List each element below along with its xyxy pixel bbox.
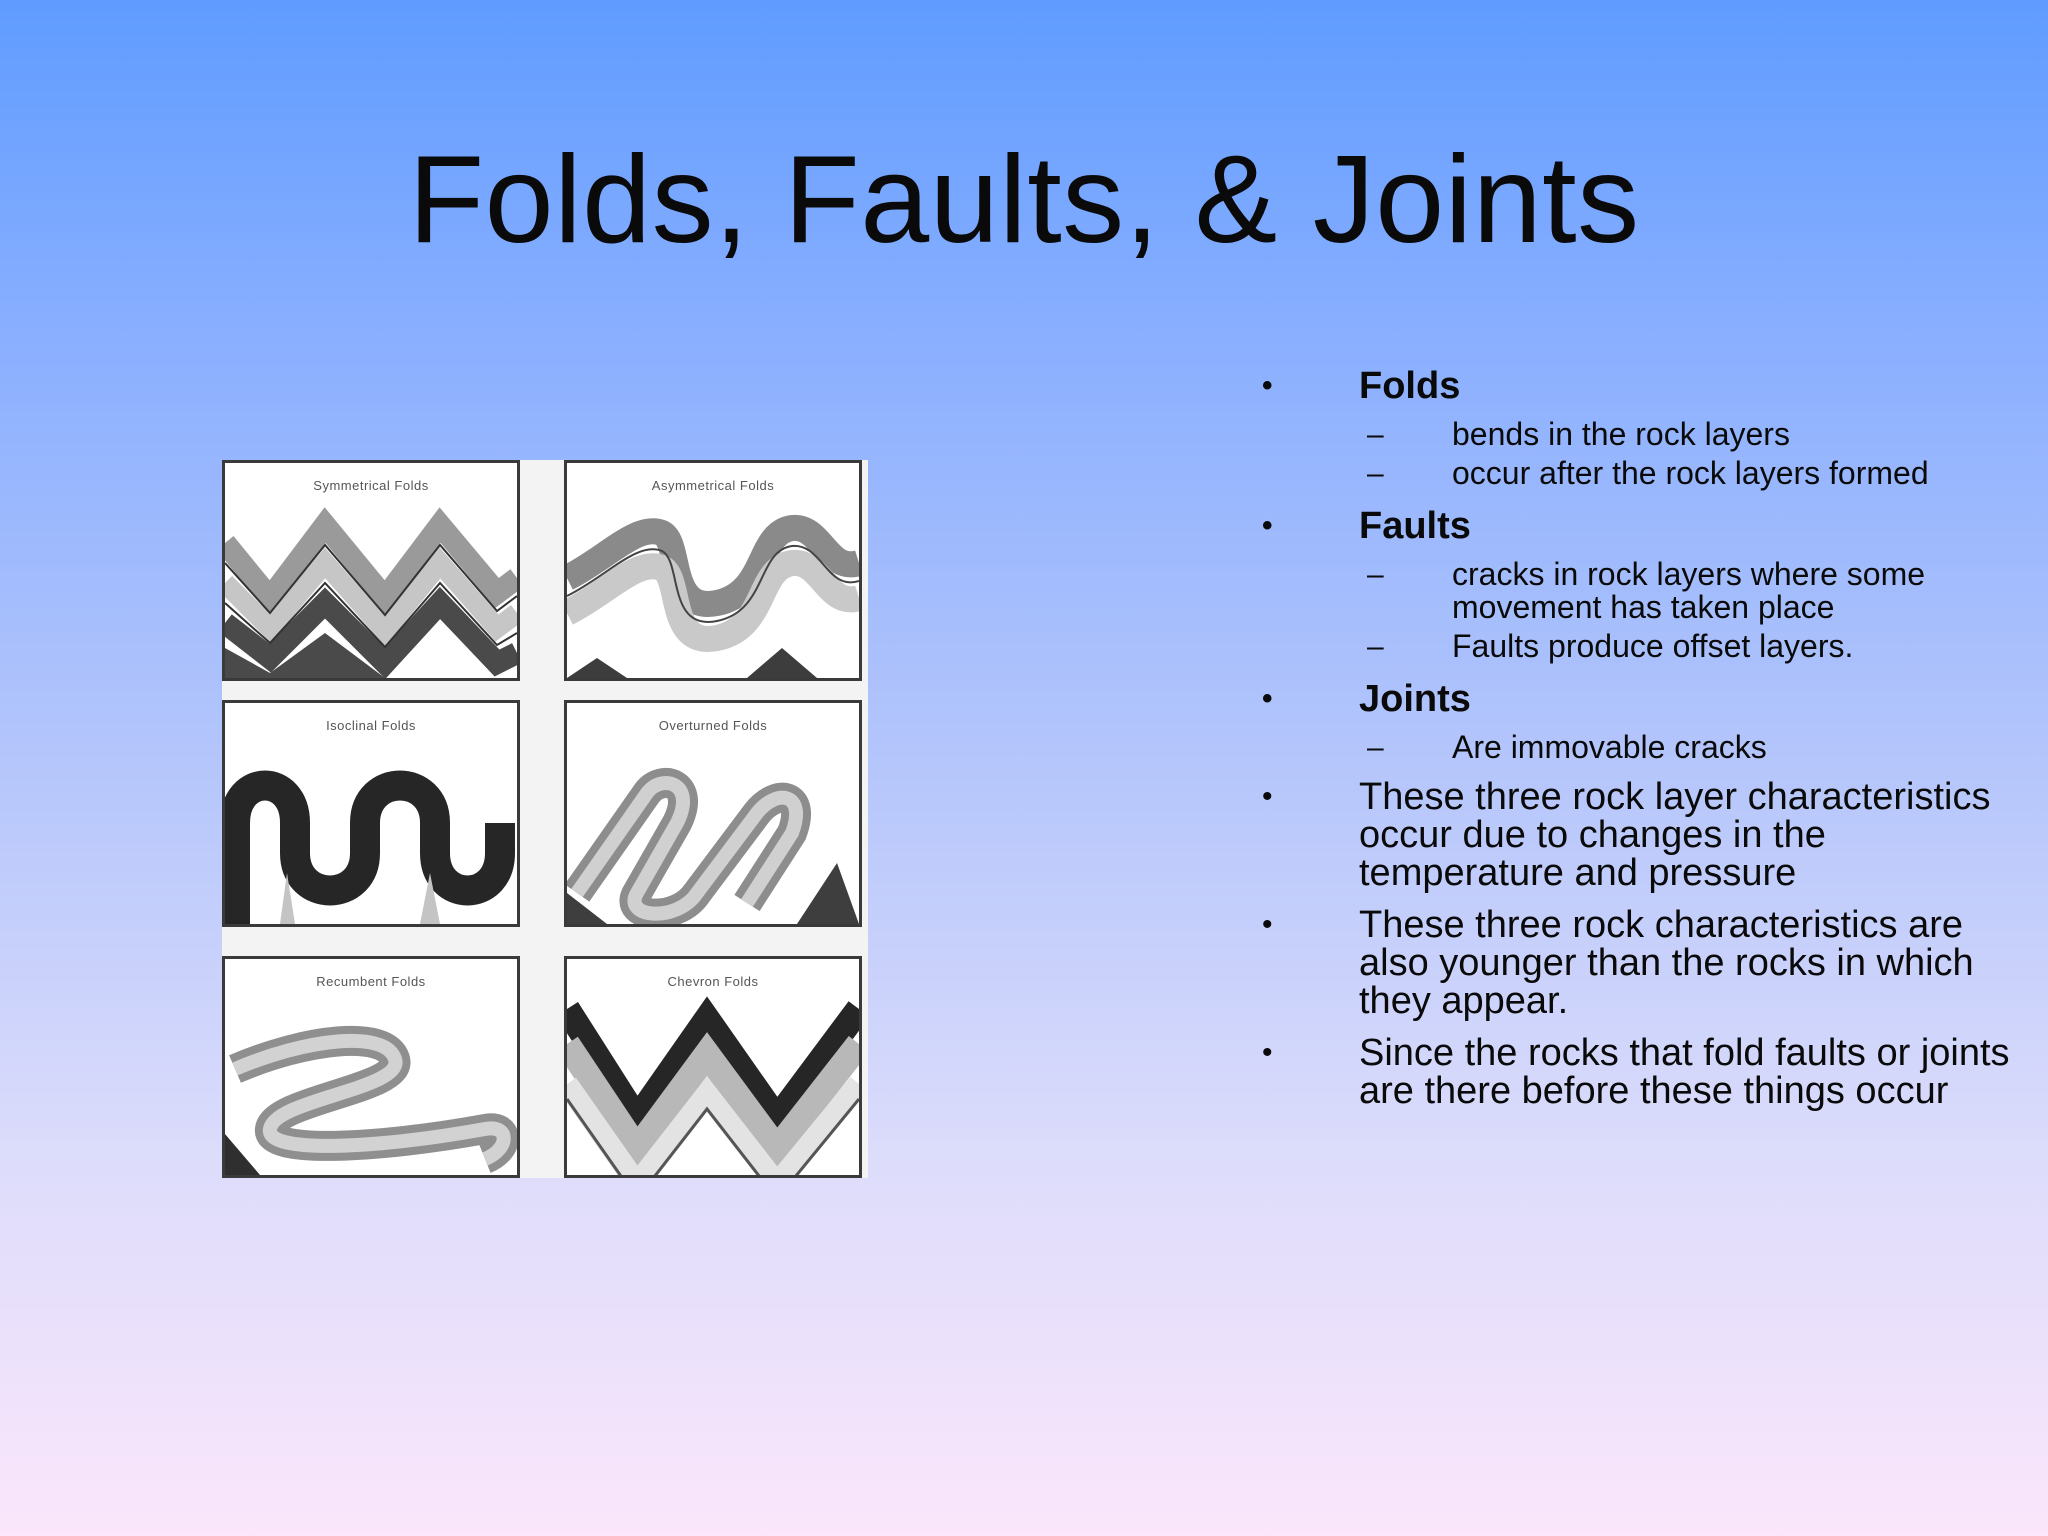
bullet-list: • Folds – bends in the rock layers – occ… [1262, 364, 2022, 1110]
bullet-causes: • These three rock layer characteristics… [1262, 778, 2022, 892]
bullet-text: These three rock layer characteristics o… [1359, 776, 1991, 894]
bullet-icon: • [1262, 509, 1273, 542]
bullet-text: Faults [1359, 505, 1471, 547]
chevron-folds-panel: Chevron Folds [564, 956, 862, 1178]
bullet-joints: • Joints – Are immovable cracks [1262, 677, 2022, 764]
recumbent-folds-panel: Recumbent Folds [222, 956, 520, 1178]
sub-bullet: – occur after the rock layers formed [1262, 455, 2022, 491]
bullet-icon: • [1262, 780, 1273, 813]
sublist: – cracks in rock layers where some movem… [1359, 558, 2022, 664]
isoclinal-folds-panel: Isoclinal Folds [222, 700, 520, 927]
dash-icon: – [1367, 630, 1384, 663]
sub-bullet-text: cracks in rock layers where some movemen… [1452, 556, 1926, 625]
panel-label: Isoclinal Folds [326, 718, 416, 733]
panel-label: Overturned Folds [659, 718, 767, 733]
bullet-icon: • [1262, 682, 1273, 715]
sub-bullet-text: bends in the rock layers [1452, 416, 1790, 452]
sub-bullet: – Faults produce offset layers. [1262, 628, 2022, 664]
slide-title: Folds, Faults, & Joints [408, 131, 1640, 269]
sub-bullet: – cracks in rock layers where some movem… [1262, 558, 2022, 624]
sub-bullet-text: Faults produce offset layers. [1452, 628, 1854, 664]
bullet-text: Folds [1359, 365, 1461, 407]
bullet-icon: • [1262, 908, 1273, 941]
sub-bullet-text: Are immovable cracks [1452, 729, 1767, 765]
panel-label: Chevron Folds [667, 974, 758, 989]
bullet-text: Joints [1359, 678, 1471, 720]
asymmetrical-folds-panel: Asymmetrical Folds [564, 460, 862, 681]
bullet-reason: • Since the rocks that fold faults or jo… [1262, 1034, 2022, 1110]
bullet-age: • These three rock characteristics are a… [1262, 906, 2022, 1020]
panel-label: Recumbent Folds [316, 974, 425, 989]
sub-bullet: – bends in the rock layers [1262, 416, 2022, 452]
bullet-text: These three rock characteristics are als… [1359, 904, 1974, 1022]
bullet-folds: • Folds – bends in the rock layers – occ… [1262, 364, 2022, 490]
sub-bullet: – Are immovable cracks [1262, 729, 2022, 765]
panel-label: Asymmetrical Folds [652, 478, 774, 493]
dash-icon: – [1367, 731, 1384, 764]
sub-bullet-text: occur after the rock layers formed [1452, 455, 1929, 491]
dash-icon: – [1367, 418, 1384, 451]
fold-types-figure: Symmetrical Folds Asymmetrical Folds Iso… [222, 460, 868, 1178]
sublist: – bends in the rock layers – occur after… [1359, 418, 2022, 491]
bullet-text: Since the rocks that fold faults or join… [1359, 1032, 2010, 1112]
dash-icon: – [1367, 457, 1384, 490]
sublist: – Are immovable cracks [1359, 731, 2022, 765]
symmetrical-folds-panel: Symmetrical Folds [222, 460, 520, 681]
bullet-icon: • [1262, 369, 1273, 402]
panel-label: Symmetrical Folds [313, 478, 428, 493]
dash-icon: – [1367, 558, 1384, 591]
bullet-icon: • [1262, 1036, 1273, 1069]
bullet-faults: • Faults – cracks in rock layers where s… [1262, 504, 2022, 663]
overturned-folds-panel: Overturned Folds [564, 700, 862, 927]
